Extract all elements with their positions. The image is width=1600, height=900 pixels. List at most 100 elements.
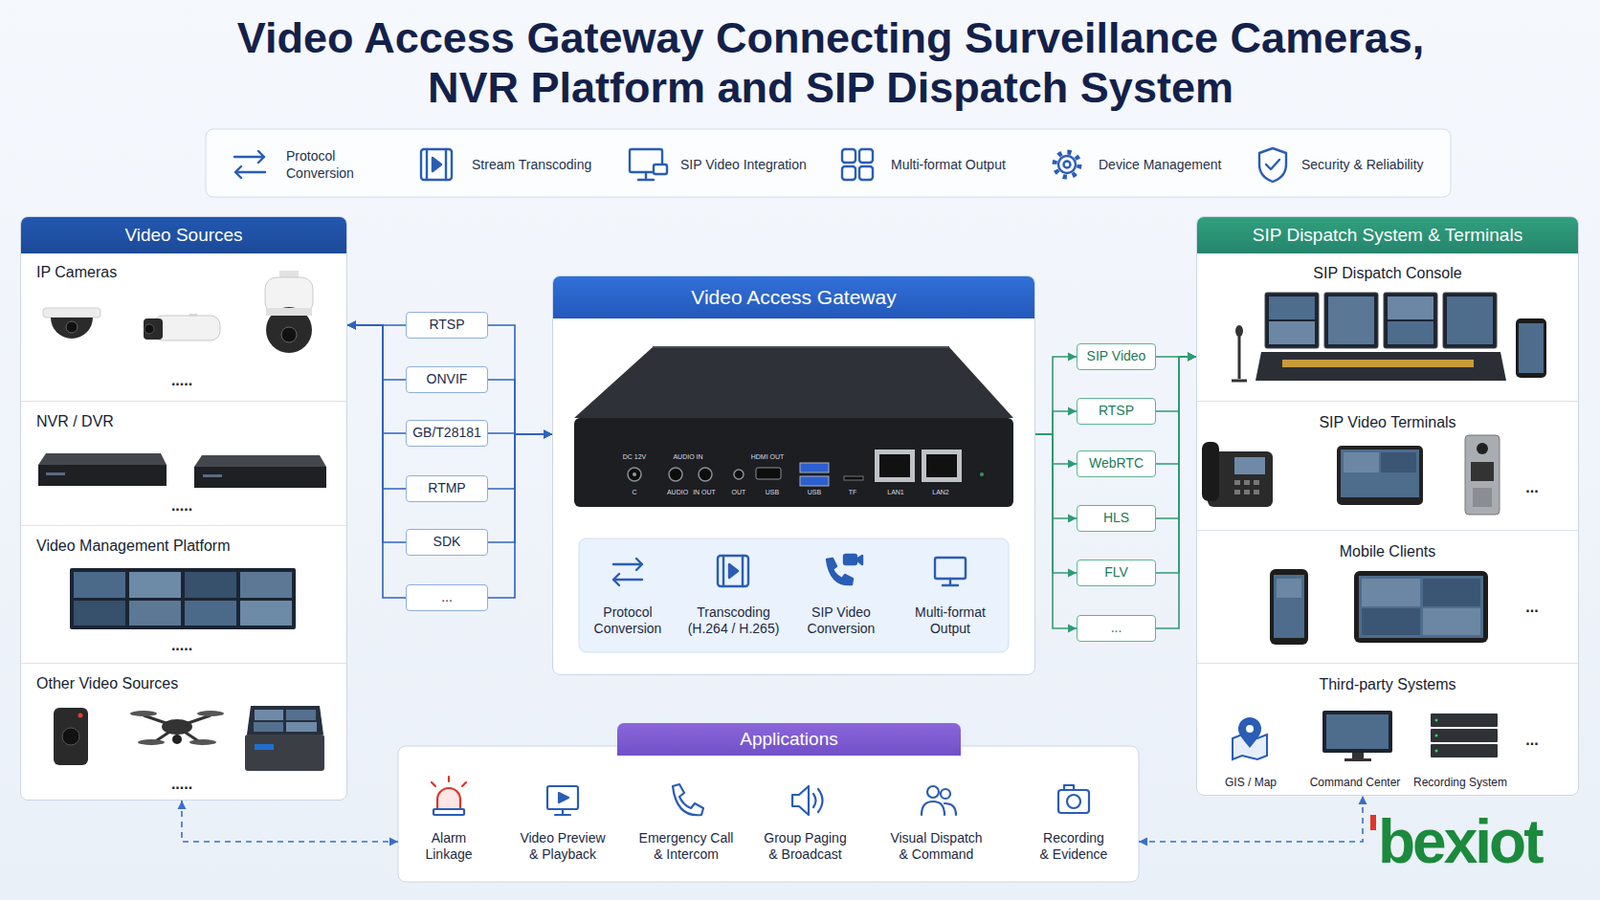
ip-camera-pictures <box>266 307 312 354</box>
connector-line <box>1035 434 1077 629</box>
gateway-device <box>698 467 712 482</box>
gateway-device <box>921 449 962 483</box>
port-label: TF <box>848 488 858 497</box>
feature-icons <box>234 148 1287 182</box>
connector-line <box>488 325 553 435</box>
platform-screen <box>73 572 126 599</box>
terminal-pictures <box>1253 480 1260 486</box>
connector <box>488 325 553 440</box>
gateway-panel: Video Access GatewayProtocol ConversionT… <box>552 275 1036 676</box>
connector-line <box>1035 356 1077 435</box>
arrow-head <box>543 430 553 440</box>
arrow-head <box>1187 353 1197 362</box>
node-text: SIP Video Conversion <box>793 604 889 638</box>
node-text: Transcoding (H.264 / H.265) <box>678 604 789 638</box>
terminal-group: Mobile Clients... <box>1197 530 1578 664</box>
node-text: Recording System <box>1402 776 1518 791</box>
application-icons <box>431 777 1089 816</box>
port-label: USB <box>765 488 779 497</box>
other-source-pictures <box>130 711 157 717</box>
third-party-pictures <box>1430 713 1498 728</box>
connector <box>347 321 406 544</box>
dispatch-console-picture <box>1387 296 1434 320</box>
ip-camera-pictures <box>43 270 313 354</box>
terminal-pictures <box>1234 489 1241 495</box>
node-text: ONVIF <box>406 367 488 392</box>
node-text: Emergency Call & Intercom <box>634 830 738 864</box>
feature-label: Stream Transcoding <box>471 155 592 174</box>
node-text: Video Preview & Playback <box>514 830 611 864</box>
gateway-device <box>574 347 1014 508</box>
dispatch-console-picture <box>1265 292 1319 349</box>
node-text: GIS / Map <box>1212 776 1289 791</box>
dispatch-console-picture <box>1282 359 1474 368</box>
arrow-head <box>1067 460 1077 469</box>
mobile-pictures <box>1269 569 1309 645</box>
application-icons <box>431 777 467 787</box>
connector <box>1035 407 1077 436</box>
gateway-device <box>574 347 1014 419</box>
connector-line <box>488 434 553 543</box>
platform-screen <box>184 600 237 626</box>
dispatch-console-picture <box>1515 318 1547 378</box>
terminal-pictures <box>1244 480 1250 486</box>
output-box: FLV <box>1076 559 1156 587</box>
connector <box>1155 353 1197 575</box>
connector-line <box>1155 356 1197 465</box>
terminal-pictures <box>1476 443 1489 455</box>
other-source-pictures <box>244 734 325 772</box>
dispatch-console-picture <box>1443 292 1497 349</box>
protocol-box: RTSP <box>405 311 489 339</box>
third-party-pictures <box>1344 758 1372 762</box>
application-icons <box>792 786 809 816</box>
terminal-group: SIP Video Terminals... <box>1197 400 1578 531</box>
feature-icons <box>426 149 446 180</box>
third-party-pictures <box>1322 711 1393 754</box>
connector <box>1035 434 1077 578</box>
source-group: Video Management Platform..... <box>21 525 347 664</box>
panel-ground <box>20 216 1579 883</box>
connector <box>347 321 406 490</box>
dispatch-console-picture <box>1324 292 1378 349</box>
other-source-pictures <box>53 708 89 766</box>
other-source-pictures <box>78 713 84 719</box>
port-label: OUT <box>732 488 747 497</box>
ip-camera-pictures <box>153 315 221 341</box>
connector-line <box>1155 356 1197 412</box>
arrow-head <box>1187 353 1197 362</box>
arrow-head <box>1067 569 1077 578</box>
feature-icons <box>842 149 856 163</box>
mobile-pictures <box>1422 608 1481 636</box>
nvr-pictures <box>45 472 66 476</box>
gateway-device <box>627 467 642 482</box>
other-source-pictures <box>254 744 274 751</box>
gateway-feature-icons <box>729 564 738 578</box>
third-party-pictures <box>1238 717 1262 749</box>
arrow-head <box>543 430 553 440</box>
connector-line <box>488 379 553 435</box>
node-text: ..... <box>162 775 201 795</box>
arrow-head <box>347 321 356 331</box>
feature-icons <box>432 157 442 172</box>
protocol-box: RTMP <box>405 475 489 503</box>
dispatch-console-picture <box>1383 292 1438 349</box>
protocol-box: SDK <box>405 529 489 556</box>
gateway-feature-icons <box>613 558 643 586</box>
node-text: RTSP <box>1077 399 1156 423</box>
feature-icons <box>1054 152 1080 178</box>
mobile-pictures <box>1276 578 1302 599</box>
terminal-group: Third-party Systems...GIS / MapCommand C… <box>1197 663 1578 797</box>
application-icons <box>558 793 569 803</box>
output-box: RTSP <box>1076 398 1156 425</box>
feature-icons <box>421 149 452 180</box>
feature-icons <box>859 149 873 163</box>
other-source-pictures <box>253 722 284 733</box>
arrow-head <box>543 430 553 440</box>
other-source-pictures <box>161 719 193 735</box>
nvr-pictures <box>194 466 327 489</box>
connector <box>1035 434 1077 524</box>
arrow-head <box>347 321 356 331</box>
feature-icons <box>859 166 873 180</box>
connector <box>1138 796 1368 847</box>
arrow-head <box>347 321 356 331</box>
